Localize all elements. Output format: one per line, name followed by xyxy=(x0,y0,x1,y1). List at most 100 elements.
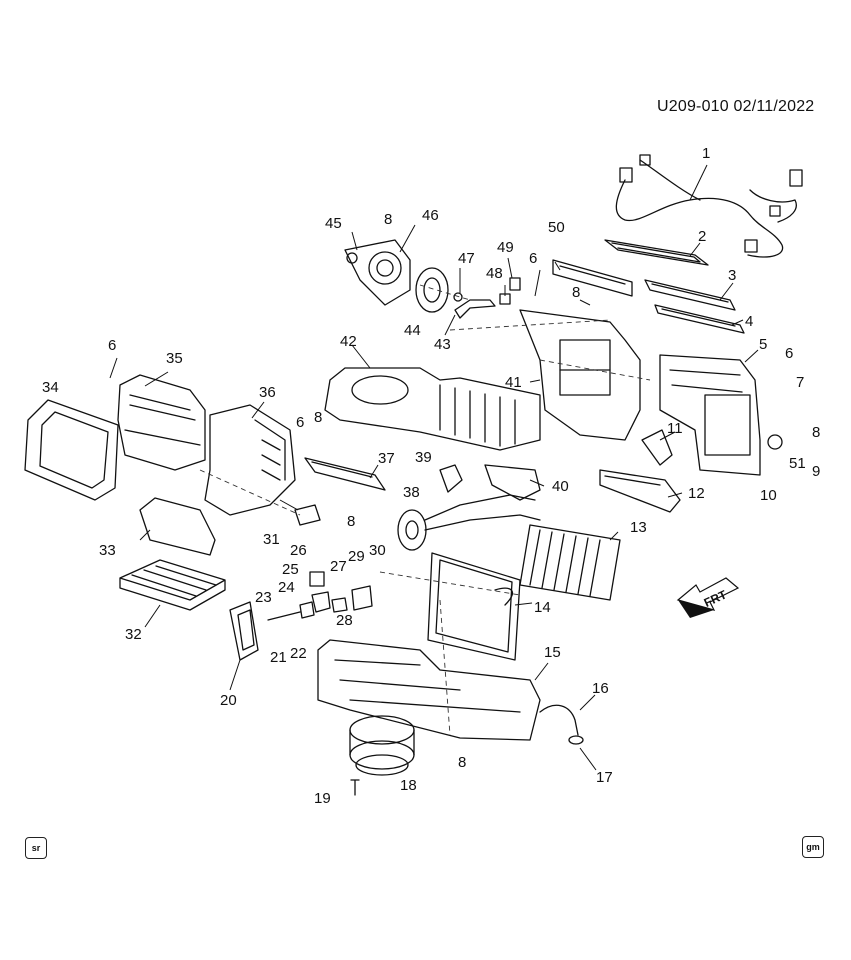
part-26 xyxy=(309,571,325,587)
callout-27: 27 xyxy=(330,558,347,575)
callout-37: 37 xyxy=(378,450,395,467)
callout-2: 2 xyxy=(698,228,706,245)
callout-11: 11 xyxy=(667,420,683,437)
actuator-part-45-46 xyxy=(344,239,411,306)
parts-27-30 xyxy=(331,585,373,613)
callout-42: 42 xyxy=(340,333,357,350)
callout-7: 7 xyxy=(796,374,804,391)
callout-25: 25 xyxy=(282,561,299,578)
callout-16: 16 xyxy=(592,680,609,697)
callout-18: 18 xyxy=(400,777,417,794)
drain-hose-part-16 xyxy=(539,704,579,736)
filter-cover-part-33 xyxy=(139,497,216,556)
callout-5: 5 xyxy=(759,336,767,353)
callout-4: 4 xyxy=(745,313,753,330)
callout-43: 43 xyxy=(434,336,451,353)
callout-26: 26 xyxy=(290,542,307,559)
callout-8f: 8 xyxy=(458,754,466,771)
callout-35: 35 xyxy=(166,350,183,367)
callout-39: 39 xyxy=(415,449,432,466)
bracket-part-31 xyxy=(294,504,321,526)
callout-6a: 6 xyxy=(529,250,537,267)
assembly-lines xyxy=(199,284,651,736)
part-11 xyxy=(641,429,673,466)
callout-29: 29 xyxy=(348,548,365,565)
callout-15: 15 xyxy=(544,644,561,661)
clip-49 xyxy=(509,277,521,291)
part-39 xyxy=(439,464,463,493)
callout-24: 24 xyxy=(278,579,295,596)
evaporator-part-14 xyxy=(427,552,521,661)
callout-20: 20 xyxy=(220,692,237,709)
callout-45: 45 xyxy=(325,215,342,232)
callout-8b: 8 xyxy=(572,284,580,301)
callout-12: 12 xyxy=(688,485,705,502)
callout-10: 10 xyxy=(760,487,777,504)
callout-46: 46 xyxy=(422,207,439,224)
seal-part-34 xyxy=(24,399,119,501)
callout-6c: 6 xyxy=(296,414,304,431)
duct-part-12 xyxy=(599,469,681,513)
callout-labels: 1 2 3 4 5 6 6 6 6 7 8 8 8 8 8 8 9 10 11 … xyxy=(42,145,820,807)
duct-part-40 xyxy=(484,464,541,501)
callout-28: 28 xyxy=(336,612,353,629)
seal-part-2 xyxy=(604,239,709,266)
callout-38: 38 xyxy=(403,484,420,501)
callout-41: 41 xyxy=(505,374,522,391)
callout-50: 50 xyxy=(548,219,565,236)
actuator-parts-21-25 xyxy=(267,591,331,621)
callout-1: 1 xyxy=(702,145,710,162)
callout-47: 47 xyxy=(458,250,475,267)
callout-34: 34 xyxy=(42,379,59,396)
callout-32: 32 xyxy=(125,626,142,643)
callout-6d: 6 xyxy=(785,345,793,362)
screw-part-19 xyxy=(350,779,360,796)
cabin-filter-part-32 xyxy=(119,559,226,611)
callout-30: 30 xyxy=(369,542,386,559)
callout-14: 14 xyxy=(534,599,551,616)
callout-17: 17 xyxy=(596,769,613,786)
sr-badge: sr xyxy=(25,837,47,859)
heater-core-part-13 xyxy=(519,524,621,601)
seal-part-20 xyxy=(229,601,259,661)
callout-48: 48 xyxy=(486,265,503,282)
gasket-part-38 xyxy=(397,509,427,551)
callout-51: 51 xyxy=(789,455,806,472)
callout-8c: 8 xyxy=(314,409,322,426)
vent-part-4 xyxy=(654,304,745,334)
callout-19: 19 xyxy=(314,790,331,807)
housing-part-36 xyxy=(204,404,296,516)
callout-23: 23 xyxy=(255,589,272,606)
blower-motor-part-18 xyxy=(349,715,415,776)
heater-pipes xyxy=(424,494,541,531)
callout-3: 3 xyxy=(728,267,736,284)
vent-part-50 xyxy=(552,259,633,297)
callout-22: 22 xyxy=(290,645,307,662)
callout-13: 13 xyxy=(630,519,647,536)
callout-6b: 6 xyxy=(108,337,116,354)
sensor-part-51 xyxy=(767,434,783,450)
gm-logo-badge: gm xyxy=(802,836,824,858)
leader-lines xyxy=(109,164,759,771)
linkage-part-43 xyxy=(454,299,496,319)
upper-case-part-42 xyxy=(324,367,541,451)
vent-part-37 xyxy=(304,457,386,491)
callout-36: 36 xyxy=(259,384,276,401)
housing-part-35 xyxy=(117,374,206,471)
diagram-code: U209-010 02/11/2022 xyxy=(657,98,815,115)
grommet-part-17 xyxy=(568,735,584,745)
callout-49: 49 xyxy=(497,239,514,256)
vent-part-3 xyxy=(644,279,736,311)
callout-8d: 8 xyxy=(347,513,355,530)
callout-8a: 8 xyxy=(384,211,392,228)
callout-8e: 8 xyxy=(812,424,820,441)
callout-44: 44 xyxy=(404,322,421,339)
mode-assembly-part-5 xyxy=(659,354,761,476)
lower-case-part-15 xyxy=(317,639,541,741)
callout-21: 21 xyxy=(270,649,287,666)
callout-31: 31 xyxy=(263,531,280,548)
callout-9: 9 xyxy=(812,463,820,480)
fastener-47 xyxy=(453,292,463,302)
front-arrow-indicator: FRT xyxy=(676,577,740,618)
